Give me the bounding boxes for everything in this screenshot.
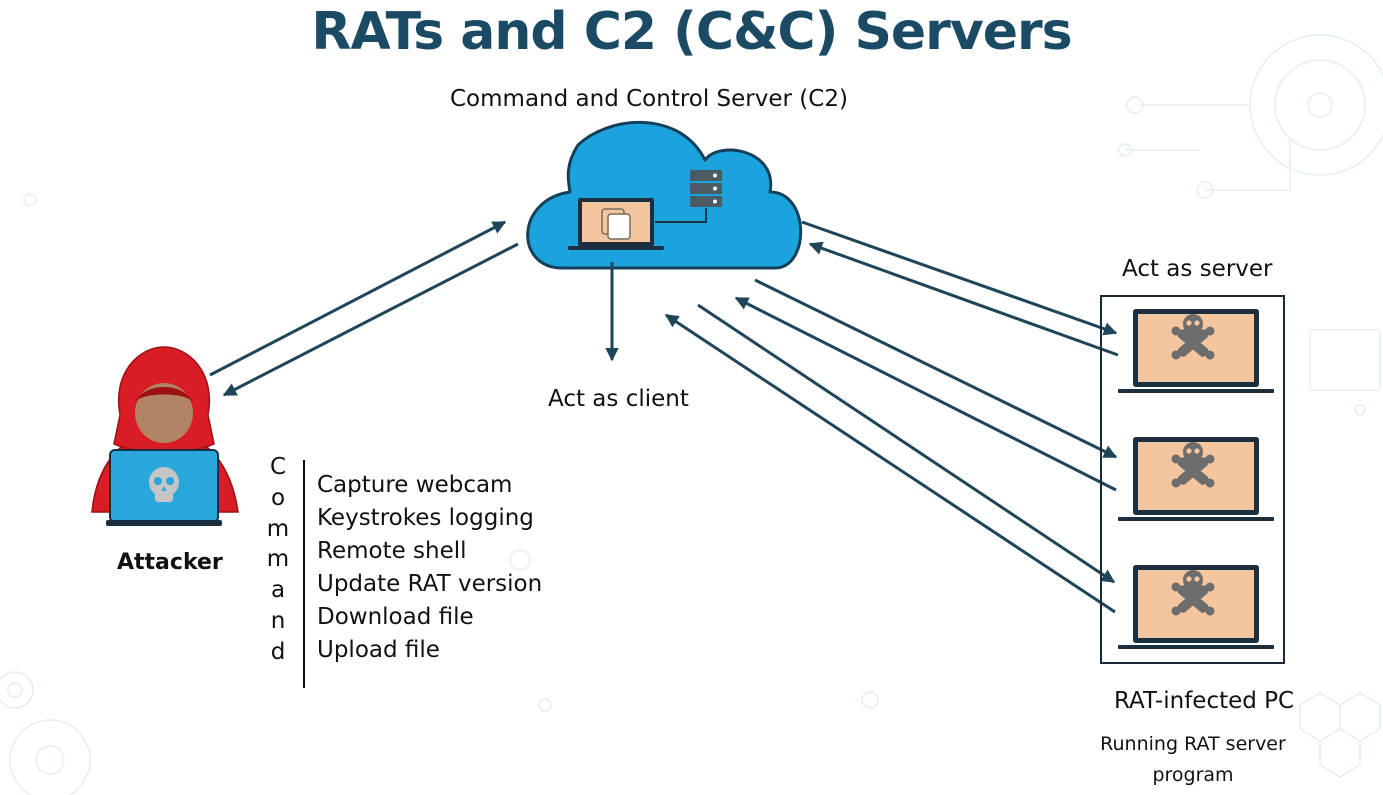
skull-icon (149, 467, 179, 502)
infected-pc-group-box (1100, 295, 1285, 664)
command-item: Download file (317, 604, 474, 630)
act-as-server-label: Act as server (1122, 256, 1273, 282)
command-divider (303, 460, 305, 688)
arrow-pc1-to-c2 (808, 241, 1119, 357)
database-server-icon (690, 170, 722, 207)
command-item: Capture webcam (317, 472, 513, 498)
attacker-label: Attacker (117, 550, 223, 575)
command-letter: a (270, 577, 286, 604)
c2-server-label: Command and Control Server (C2) (450, 86, 848, 112)
command-letter: d (270, 638, 286, 665)
command-letter: m (266, 546, 290, 573)
arrow-pc3-to-c2 (664, 313, 1116, 614)
command-list: Capture webcam Keystrokes logging Remote… (317, 469, 542, 667)
command-item: Update RAT version (317, 571, 543, 597)
infected-pc-sublabel: Running RAT server program (1100, 733, 1286, 786)
infected-pc-label: RAT-infected PC (1114, 688, 1295, 714)
act-as-client-label: Act as client (548, 386, 689, 412)
arrow-pc2-to-c2 (734, 296, 1117, 492)
arrow-c2-to-pc1 (801, 220, 1118, 336)
arrow-c2-to-pc2 (754, 278, 1118, 459)
command-letter: m (266, 515, 290, 542)
command-letter: n (270, 607, 286, 634)
arrow-c2-to-attacker (222, 242, 519, 397)
command-letter: C (269, 454, 287, 480)
command-item: Remote shell (317, 538, 467, 564)
attacker-hacker-icon (91, 346, 239, 526)
command-item: Keystrokes logging (317, 505, 534, 531)
c2-cloud-icon (526, 121, 803, 270)
arrow-c2-to-pc3 (697, 303, 1116, 584)
command-vertical-label: C o m m a n d (266, 452, 290, 668)
command-letter: o (270, 484, 286, 511)
arrow-attacker-to-c2 (209, 220, 507, 377)
page-title: RATs and C2 (C&C) Servers (311, 2, 1072, 62)
command-item: Upload file (317, 637, 440, 663)
